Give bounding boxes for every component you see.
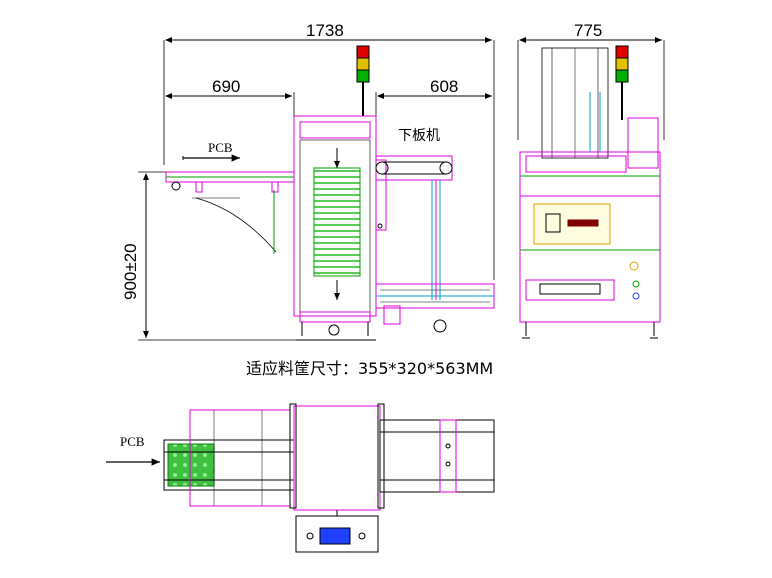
front-view <box>165 45 495 341</box>
magazine-rack <box>313 167 361 277</box>
signal-tower-front <box>356 45 370 116</box>
svg-text:PCB: PCB <box>120 434 145 449</box>
height-label: 900±20 <box>121 243 140 300</box>
magazine-size-label: 适应料筐尺寸：355*320*563MM <box>246 359 493 378</box>
machine-name-label: 下板机 <box>398 128 440 144</box>
out-conveyor-label: 608 <box>430 77 458 96</box>
top-main-cabinet <box>293 405 381 511</box>
overall-width-label: 1738 <box>306 21 344 40</box>
side-view-dimensions: 775 <box>517 21 665 140</box>
front-view-dimensions: 1738 690 608 900±20 <box>121 21 495 341</box>
pcb-direction-top: PCB <box>106 434 160 466</box>
side-view <box>519 45 661 339</box>
top-view <box>163 403 495 553</box>
svg-text:PCB: PCB <box>208 140 233 155</box>
in-conveyor-label: 690 <box>212 77 240 96</box>
depth-label: 775 <box>574 21 602 40</box>
top-output-conveyor <box>379 419 495 493</box>
top-pcb-board <box>167 443 215 487</box>
signal-tower-side <box>615 45 629 120</box>
pcb-direction-front: PCB <box>182 140 240 162</box>
output-conveyor-top <box>375 155 453 181</box>
